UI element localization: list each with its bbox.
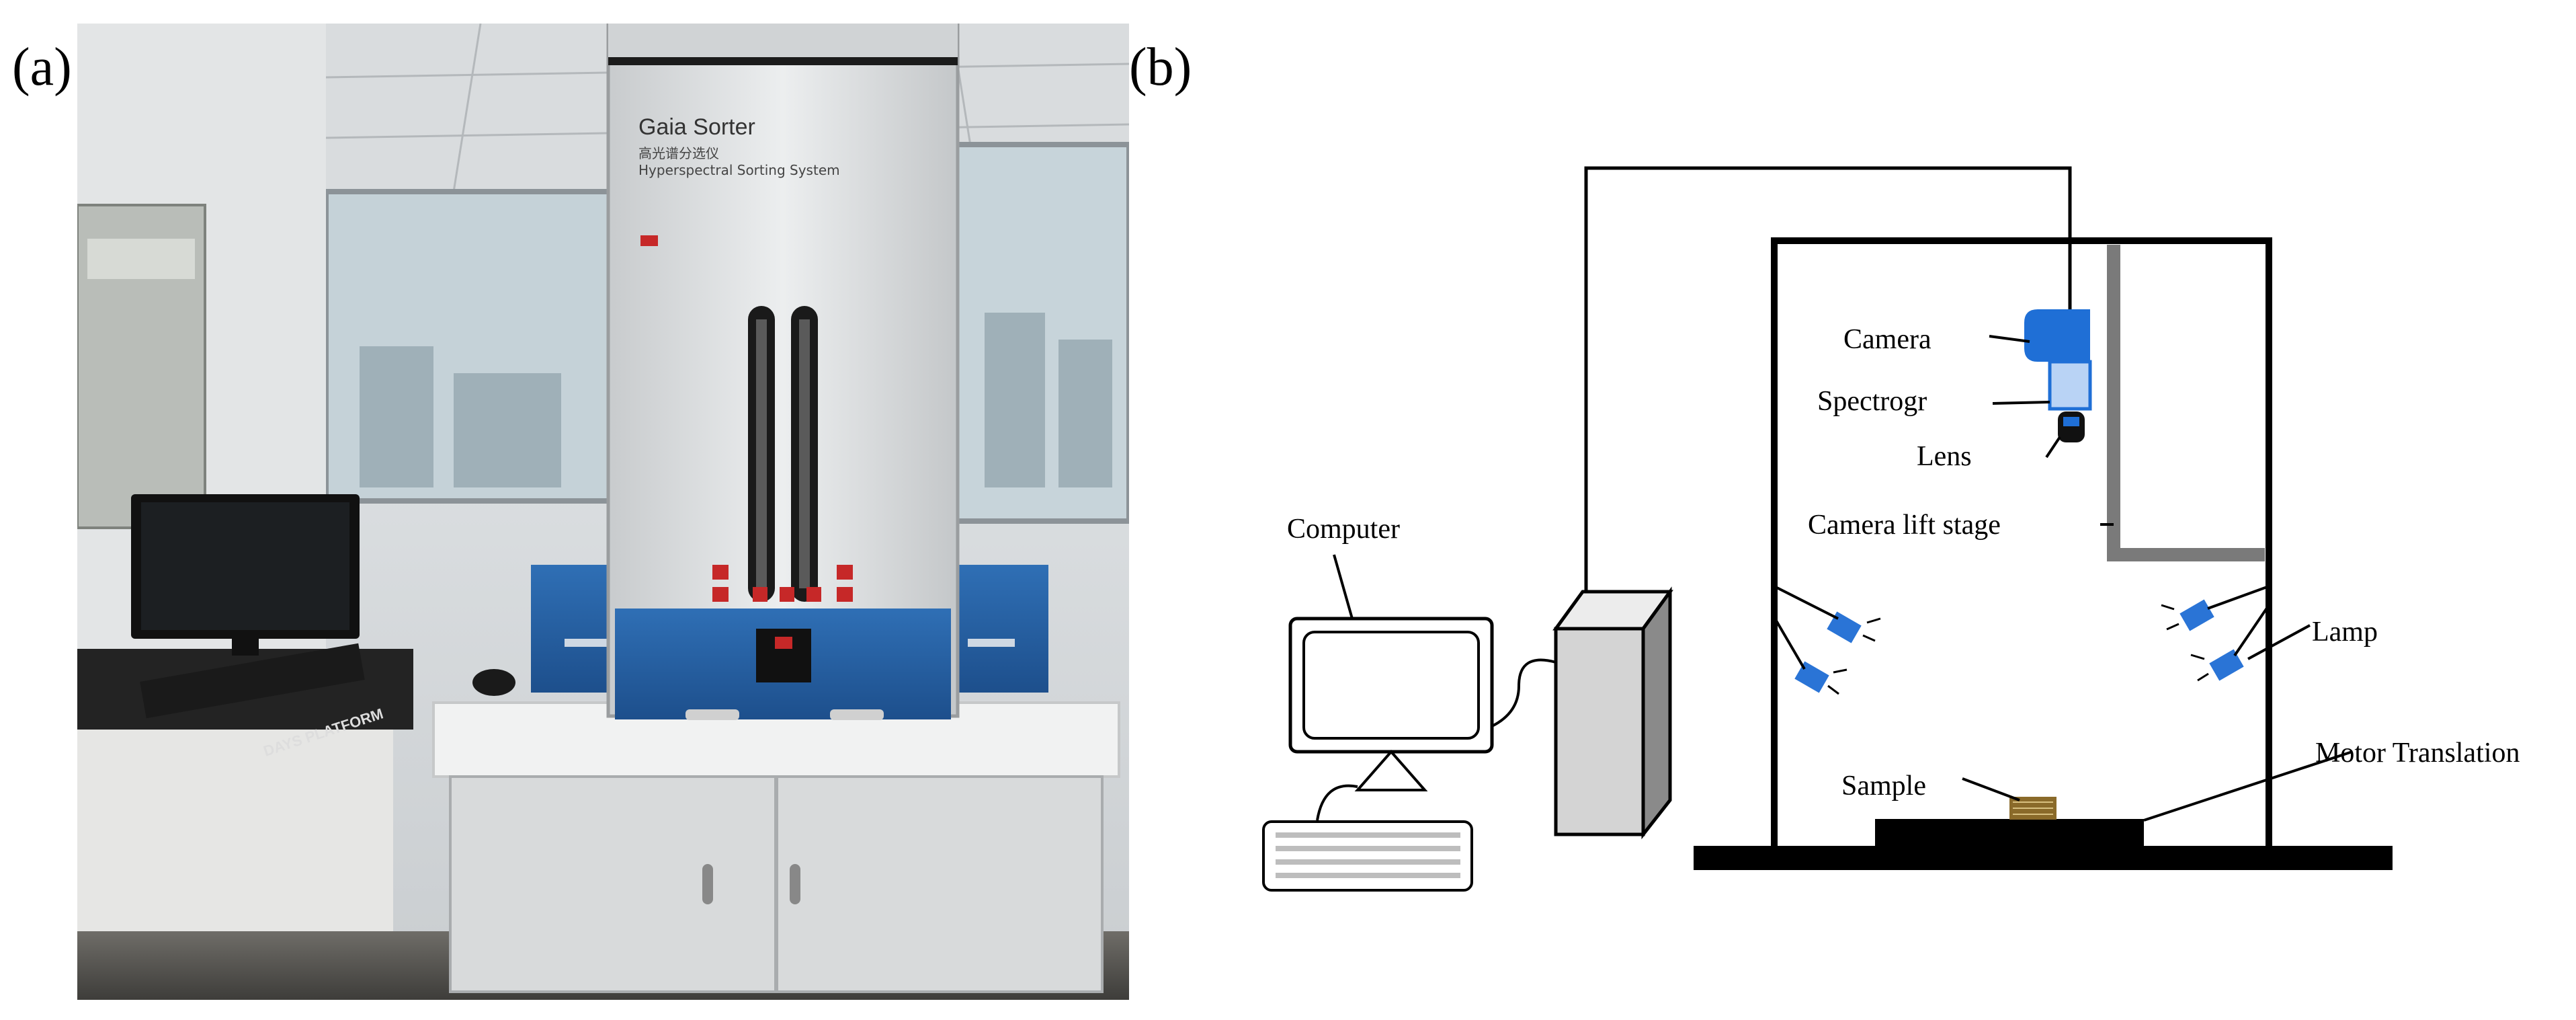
keyboard-keys	[1276, 832, 1460, 878]
keyboard-cable	[1316, 784, 1358, 821]
power-switch	[775, 637, 792, 649]
leader-lines	[1333, 335, 2353, 822]
control-buttons	[712, 565, 853, 602]
panel-label-b: (b)	[1129, 38, 1192, 97]
base-handle-right	[830, 709, 884, 720]
sample-texture	[2013, 801, 2053, 815]
label-camera: Camera	[1843, 324, 1931, 355]
system-schematic: Camera Spectrogr Lens Camera lift stage …	[1262, 166, 2520, 892]
label-camera-lift-stage: Camera lift stage	[1808, 510, 2001, 541]
label-sample: Sample	[1841, 771, 1926, 801]
lab-equipment-background	[360, 313, 1112, 487]
instrument-photo: DAYS PLATFORM Gaia Sorter 高光谱分选仪 Hypersp…	[77, 24, 1129, 1000]
label-computer: Computer	[1287, 514, 1400, 545]
lamp-right-lower	[2190, 649, 2244, 682]
device-name-cn: 高光谱分选仪	[638, 145, 719, 161]
keyboard	[1262, 820, 1473, 892]
cabinet-handle-left	[702, 864, 713, 904]
lens	[2058, 411, 2085, 442]
bench-top	[432, 701, 1120, 778]
panel-label-a: (a)	[12, 38, 72, 97]
label-spectrograph: Spectrogr	[1817, 386, 1927, 417]
photo-monitor-stand	[232, 639, 259, 656]
electrical-panel	[87, 239, 195, 279]
enclosure	[1771, 237, 2272, 846]
device-brand: Gaia Sorter	[638, 114, 755, 140]
lamp-right-upper	[2161, 599, 2214, 631]
warning-sticker	[640, 235, 658, 246]
tower-side	[1641, 586, 1672, 840]
camera-lift-stage	[2107, 245, 2265, 561]
photo-keyboard	[140, 643, 365, 719]
lamp-mounts	[1773, 585, 2270, 670]
camera-cable	[1584, 166, 2072, 592]
label-lamp: Lamp	[2312, 617, 2378, 648]
spectrograph	[2048, 360, 2092, 411]
base-platform	[1694, 846, 2393, 870]
label-motor-translation: Motor Translation	[2315, 738, 2520, 769]
motor-translation-stage	[1875, 819, 2144, 847]
monitor-stand	[1354, 749, 1428, 791]
cabinet-handle-right	[790, 864, 800, 904]
computer-tower	[1554, 627, 1645, 836]
monitor-cable	[1491, 658, 1556, 728]
lamp-left-upper	[1827, 611, 1881, 643]
device-name-en: Hyperspectral Sorting System	[638, 162, 840, 178]
base-handle-left	[685, 709, 739, 720]
desk-front	[77, 730, 393, 931]
photo-monitor-screen	[141, 502, 349, 630]
monitor-screen	[1302, 631, 1480, 740]
photo-mouse	[472, 669, 515, 696]
camera-body	[2024, 309, 2090, 362]
label-lens: Lens	[1917, 441, 1972, 472]
